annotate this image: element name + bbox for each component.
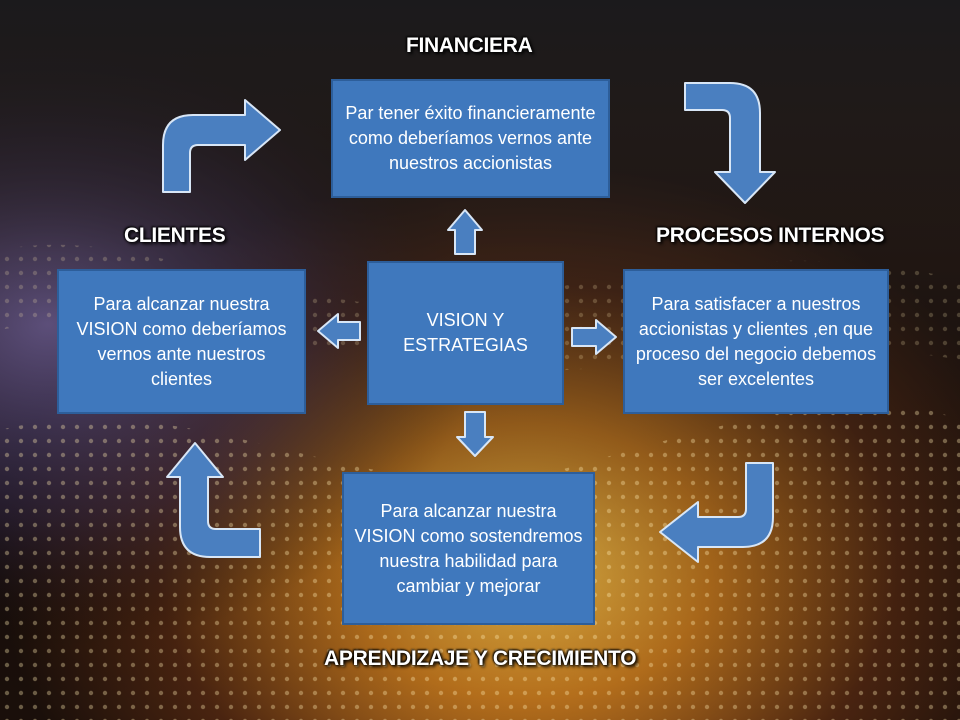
arrow-up-icon	[447, 209, 483, 255]
box-procesos-internos: Para satisfacer a nuestros accionistas y…	[623, 269, 889, 414]
curved-arrow-aprendizaje-to-clientes-icon	[166, 442, 261, 558]
arrow-left-icon	[317, 313, 361, 349]
curved-arrow-financiera-to-procesos-icon	[684, 82, 776, 204]
arrow-right-icon	[571, 319, 617, 355]
box-aprendizaje-text: Para alcanzar nuestra VISION como sosten…	[354, 500, 583, 596]
curved-arrow-clientes-to-financiera-icon	[162, 99, 281, 193]
box-clientes: Para alcanzar nuestra VISION como deberí…	[57, 269, 306, 414]
box-financiera: Par tener éxito financieramente como deb…	[331, 79, 610, 198]
box-financiera-text: Par tener éxito financieramente como deb…	[345, 103, 596, 173]
arrow-down-icon	[456, 411, 494, 457]
box-vision-estrategias: VISION Y ESTRATEGIAS	[367, 261, 564, 405]
box-aprendizaje: Para alcanzar nuestra VISION como sosten…	[342, 472, 595, 625]
title-aprendizaje-crecimiento: APRENDIZAJE Y CRECIMIENTO	[324, 647, 637, 670]
box-clientes-text: Para alcanzar nuestra VISION como deberí…	[76, 293, 287, 389]
box-procesos-internos-text: Para satisfacer a nuestros accionistas y…	[635, 293, 877, 389]
curved-arrow-procesos-to-aprendizaje-icon	[659, 462, 774, 563]
title-procesos-internos: PROCESOS INTERNOS	[656, 224, 885, 247]
box-vision-estrategias-text: VISION Y ESTRATEGIAS	[403, 310, 528, 355]
title-clientes: CLIENTES	[124, 224, 226, 247]
title-financiera: FINANCIERA	[406, 34, 533, 57]
